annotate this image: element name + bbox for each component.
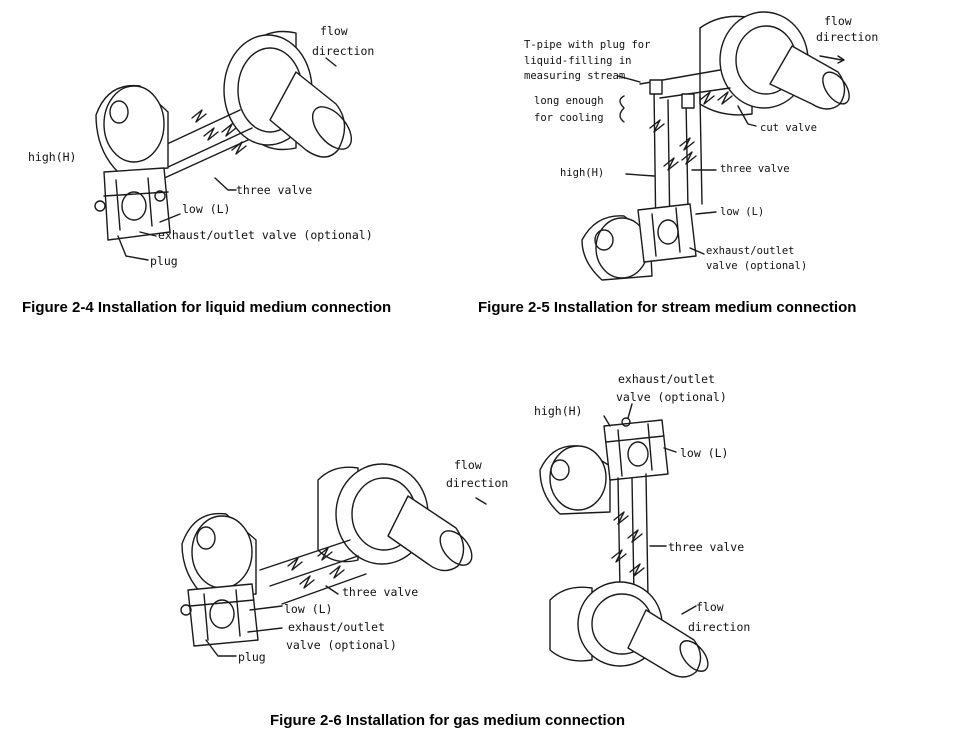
fig25-tpipe-label-1: T-pipe with plug for	[524, 39, 651, 51]
fig25-exhaust-label-1: exhaust/outlet	[706, 245, 795, 257]
fig26-caption: Figure 2-6 Installation for gas medium c…	[270, 712, 626, 729]
fig26-left-exhaust-label-1: exhaust/outlet	[288, 620, 385, 634]
fig24-flow-label: flow	[320, 24, 348, 38]
fig25-three-valve-label: three valve	[720, 163, 790, 175]
fig25-tpipe-label-2: liquid-filling in	[524, 55, 632, 67]
fig25-direction-label: direction	[816, 30, 879, 44]
fig24-pipe-flange	[223, 30, 353, 158]
fig26-left-flow-label: flow	[454, 458, 482, 472]
fig26-left-low-label: low (L)	[284, 602, 333, 616]
fig26-left-exhaust-label-2: valve (optional)	[286, 638, 397, 652]
fig24-exhaust-label: exhaust/outlet valve (optional)	[158, 228, 373, 242]
fig25-tpipe-label-3: measuring stream	[524, 70, 626, 82]
fig26-left-leaders	[205, 585, 339, 657]
fig26-left-plug-label: plug	[238, 650, 266, 664]
fig26-right-flow-label: flow	[696, 600, 724, 614]
fig25-leaders	[617, 75, 757, 255]
fig26-left-transmitter	[180, 512, 259, 647]
fig25-impulse-lines	[639, 69, 733, 245]
fig24-caption: Figure 2-4 Installation for liquid mediu…	[22, 299, 392, 316]
fig25-transmitter	[581, 203, 697, 281]
fig24-transmitter	[94, 84, 171, 241]
fig25-long-enough-label: long enough	[534, 95, 604, 107]
fig26-right-low-label: low (L)	[680, 446, 729, 460]
fig24-high-label: high(H)	[28, 150, 77, 164]
fig24-plug-label: plug	[150, 254, 178, 268]
fig25-exhaust-label-2: valve (optional)	[706, 260, 808, 272]
fig26-right-exhaust-label-2: valve (optional)	[616, 390, 727, 404]
fig26-right-impulse-lines	[611, 473, 649, 599]
fig26-right-pipe-flange	[549, 581, 709, 678]
fig26-right-high-label: high(H)	[534, 404, 583, 418]
fig26-left-pipe-flange	[317, 463, 487, 572]
fig24-leaders	[117, 57, 337, 261]
fig24-low-label: low (L)	[182, 202, 231, 216]
fig26-right-direction-label: direction	[688, 620, 751, 634]
fig26-left-impulse-lines	[259, 539, 367, 605]
fig24-three-valve-label: three valve	[236, 183, 313, 197]
fig25-low-label: low (L)	[720, 206, 765, 218]
fig26-right-transmitter	[539, 417, 669, 515]
fig25-cut-valve-label: cut valve	[760, 122, 817, 134]
fig26-left-three-valve-label: three valve	[342, 585, 419, 599]
fig25-high-label: high(H)	[560, 167, 605, 179]
fig24-direction-label: direction	[312, 44, 375, 58]
fig26-left-direction-label: direction	[446, 476, 509, 490]
fig25-for-cooling-label: for cooling	[534, 112, 604, 124]
fig26-right-three-valve-label: three valve	[668, 540, 745, 554]
fig25-flow-label: flow	[824, 14, 852, 28]
fig26-right-exhaust-label-1: exhaust/outlet	[618, 372, 715, 386]
fig25-caption: Figure 2-5 Installation for stream mediu…	[478, 299, 857, 316]
fig26-right-leaders	[603, 403, 697, 615]
